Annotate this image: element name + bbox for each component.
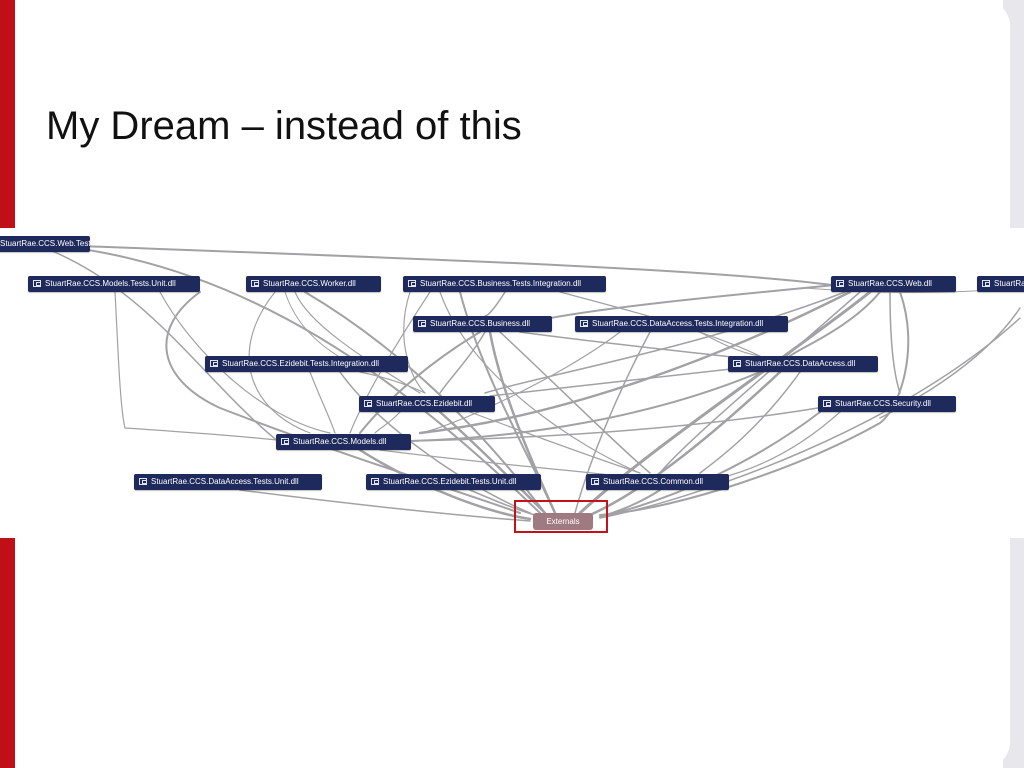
node-ezidebit[interactable]: StuartRae.CCS.Ezidebit.dll	[359, 396, 495, 412]
dependency-edge	[309, 371, 336, 434]
node-label: StuartRae.CCS.Web.Tests.Unit.dll	[0, 239, 90, 248]
dependency-edge	[359, 331, 481, 434]
dependency-edge	[574, 331, 651, 514]
dependency-edge	[599, 489, 661, 518]
node-label: StuartRae.CCS.Security.dll	[835, 399, 931, 408]
dependency-edge	[489, 367, 741, 397]
dependency-edge	[374, 411, 401, 434]
assembly-icon	[139, 478, 147, 485]
dependency-edge	[239, 489, 531, 522]
dependency-edge	[588, 370, 782, 517]
node-label: StuartRae.CCS.Models.Tests.Unit.dll	[45, 279, 176, 288]
node-dataaccess-tests-unit[interactable]: StuartRae.CCS.DataAccess.Tests.Unit.dll	[134, 474, 322, 490]
assembly-icon	[371, 478, 379, 485]
dependency-edge	[659, 291, 861, 474]
node-label: StuartRae.CCS.DataAccess.Tests.Integrati…	[592, 319, 764, 328]
node-ezidebit-tests-unit[interactable]: StuartRae.CCS.Ezidebit.Tests.Unit.dll	[366, 474, 541, 490]
dependency-edge	[484, 291, 846, 394]
assembly-icon	[418, 320, 426, 327]
node-label: StuartRae.CCS.Models.dll	[293, 437, 387, 446]
assembly-icon	[281, 438, 289, 445]
dependency-edge	[339, 371, 531, 514]
dependency-edge	[403, 291, 426, 394]
slide-title: My Dream – instead of this	[46, 104, 522, 148]
assembly-icon	[210, 360, 218, 367]
dependency-edge	[889, 291, 901, 394]
dependency-diagram: StuartRae.CCS.Web.Tests.Unit.dll StuartR…	[0, 228, 1024, 538]
dependency-edge	[294, 291, 421, 394]
dependency-edge	[484, 291, 506, 317]
node-common[interactable]: StuartRae.CCS.Common.dll	[586, 474, 729, 490]
dependency-edge	[159, 291, 331, 434]
node-label: StuartRae.CCS.DataAccess.Tests.Unit.dll	[151, 477, 299, 486]
node-ezidebit-tests-integration[interactable]: StuartRae.CCS.Ezidebit.Tests.Integration…	[205, 356, 408, 372]
node-label: StuartRae.CCS.Business.dll	[430, 319, 531, 328]
node-label: StuartRae.CCS.Worker.dll	[263, 279, 356, 288]
node-web[interactable]: StuartRae.CCS.Web.dll	[831, 276, 956, 292]
node-business-tests-integration[interactable]: StuartRae.CCS.Business.Tests.Integration…	[403, 276, 606, 292]
assembly-icon	[836, 280, 844, 287]
dependency-edge	[438, 410, 547, 515]
node-business[interactable]: StuartRae.CCS.Business.dll	[413, 316, 552, 332]
dependency-edge	[879, 307, 1021, 419]
dependency-edge	[519, 331, 741, 359]
dependency-edge	[599, 291, 910, 516]
node-label: StuartRae	[994, 279, 1024, 288]
node-dataaccess-tests-integration[interactable]: StuartRae.CCS.DataAccess.Tests.Integrati…	[575, 316, 788, 332]
node-models-tests-unit[interactable]: StuartRae.CCS.Models.Tests.Unit.dll	[28, 276, 200, 292]
assembly-icon	[823, 400, 831, 407]
dependency-edge	[488, 330, 557, 515]
dependency-edge	[59, 245, 541, 514]
node-label: StuartRae.CCS.Common.dll	[603, 477, 704, 486]
node-dataaccess[interactable]: StuartRae.CCS.DataAccess.dll	[728, 356, 878, 372]
assembly-icon	[591, 478, 599, 485]
dependency-edge	[114, 291, 286, 442]
dependency-edge	[79, 245, 833, 286]
externals-highlight-box	[514, 500, 608, 533]
dependency-edge	[409, 371, 761, 442]
node-security[interactable]: StuartRae.CCS.Security.dll	[818, 396, 956, 412]
node-models[interactable]: StuartRae.CCS.Models.dll	[276, 434, 411, 450]
dependency-edge	[789, 291, 881, 357]
dependency-edge	[409, 405, 831, 442]
dependency-edge	[499, 331, 651, 474]
dependency-edge	[699, 331, 761, 357]
node-label: StuartRae.CCS.Ezidebit.Tests.Unit.dll	[383, 477, 517, 486]
dependency-edge	[469, 411, 641, 474]
dependency-edge	[359, 371, 426, 394]
assembly-icon	[364, 400, 372, 407]
node-label: StuartRae.CCS.Ezidebit.Tests.Integration…	[222, 359, 379, 368]
dependency-edge	[39, 245, 281, 444]
dependency-edge	[165, 291, 521, 514]
dependency-edge	[719, 411, 841, 479]
dependency-edge	[248, 291, 311, 434]
dependency-edge	[699, 371, 801, 474]
assembly-icon	[251, 280, 259, 287]
dependency-edge	[469, 489, 536, 516]
assembly-icon	[408, 280, 416, 287]
dependency-edge	[419, 331, 621, 434]
node-worker[interactable]: StuartRae.CCS.Worker.dll	[246, 276, 381, 292]
dependency-edge	[599, 317, 1021, 519]
node-label: StuartRae.CCS.Business.Tests.Integration…	[420, 279, 581, 288]
node-externals[interactable]: Externals	[533, 513, 593, 530]
assembly-icon	[33, 280, 41, 287]
node-label: StuartRae.CCS.DataAccess.dll	[745, 359, 856, 368]
node-web-tests-unit[interactable]: StuartRae.CCS.Web.Tests.Unit.dll	[0, 236, 90, 252]
node-label: StuartRae.CCS.Web.dll	[848, 279, 932, 288]
dependency-edge	[539, 284, 836, 321]
assembly-icon	[580, 320, 588, 327]
dependency-edge	[379, 449, 611, 476]
node-label: StuartRae.CCS.Ezidebit.dll	[376, 399, 473, 408]
dependency-edge	[418, 290, 852, 435]
assembly-icon	[982, 280, 990, 287]
node-stuartrae-cut[interactable]: StuartRae	[977, 276, 1024, 292]
dependency-edge	[439, 331, 486, 394]
assembly-icon	[733, 360, 741, 367]
dependency-edges	[39, 245, 1021, 522]
